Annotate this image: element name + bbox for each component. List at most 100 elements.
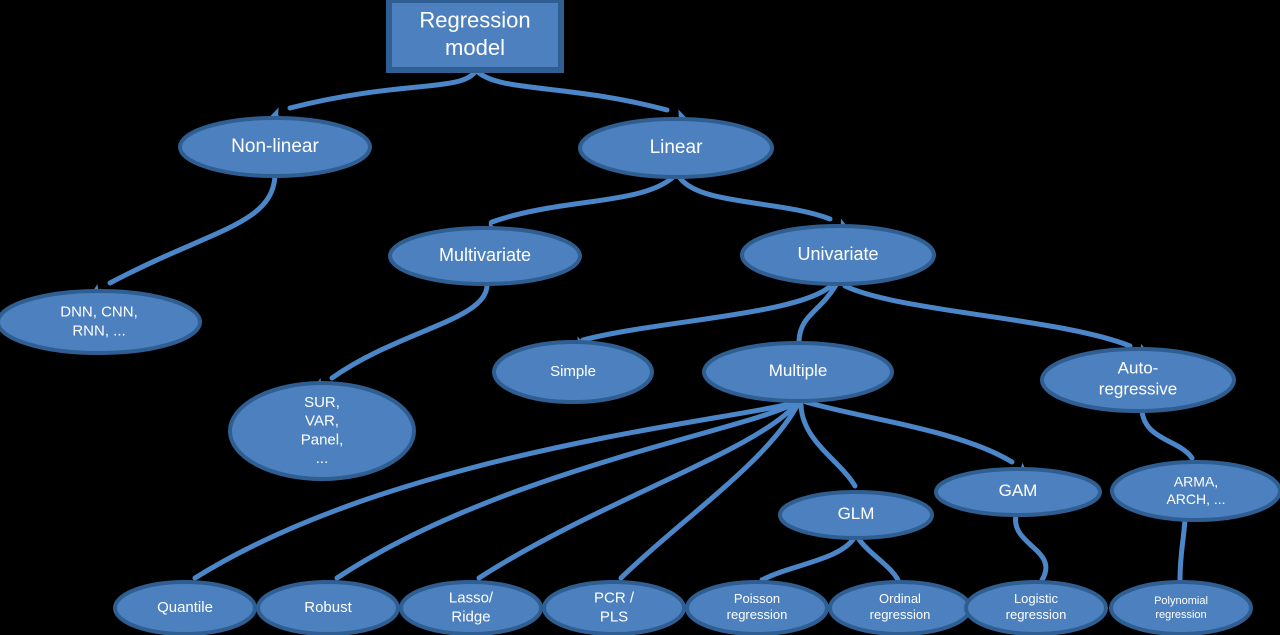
node-label-line: Simple <box>550 363 596 380</box>
node-label-line: Linear <box>650 137 703 158</box>
node-multivariate[interactable]: Multivariate <box>388 226 582 286</box>
node-label-line: Non-linear <box>231 136 319 157</box>
node-root[interactable]: Regression model <box>386 0 564 73</box>
node-nonlinear[interactable]: Non-linear <box>178 116 372 178</box>
node-label-line: regressive <box>1099 380 1177 399</box>
node-label-line: regression <box>870 608 931 623</box>
node-arma[interactable]: ARMA,ARCH, ... <box>1110 460 1280 522</box>
node-dnn[interactable]: DNN, CNN,RNN, ... <box>0 289 202 355</box>
node-ordinal[interactable]: Ordinal regression <box>828 580 972 635</box>
node-pcr[interactable]: PCR /PLS <box>542 580 686 635</box>
node-shape-sur <box>228 381 416 481</box>
node-shape-polynomial <box>1109 580 1253 635</box>
node-lasso[interactable]: Lasso/Ridge <box>399 580 543 635</box>
node-label-pcr: PCR /PLS <box>594 590 635 626</box>
node-label-line: Lasso/ <box>449 590 494 607</box>
node-label-root: Regression model <box>419 7 530 60</box>
node-label-line: GLM <box>838 504 875 523</box>
node-label-line: ARCH, ... <box>1166 490 1225 506</box>
node-univariate[interactable]: Univariate <box>740 224 936 286</box>
node-label-line: Ordinal <box>879 591 921 606</box>
node-robust[interactable]: Robust <box>256 580 400 635</box>
node-label-line: Quantile <box>157 599 213 616</box>
node-autoreg[interactable]: Auto-regressive <box>1040 347 1236 413</box>
node-shape-simple <box>492 340 654 404</box>
node-label-line: Multiple <box>769 361 828 380</box>
node-label-line: VAR, <box>305 413 339 430</box>
node-polynomial[interactable]: Polynomial regression <box>1109 580 1253 635</box>
node-label-line: GAM <box>999 481 1038 500</box>
node-label-autoreg: Auto-regressive <box>1099 359 1177 399</box>
node-label-robust: Robust <box>304 599 352 616</box>
node-label-line: regression <box>1006 608 1067 623</box>
node-shape-pcr <box>542 580 686 635</box>
node-label-line: Logistic <box>1014 591 1059 606</box>
node-quantile[interactable]: Quantile <box>113 580 257 635</box>
node-label-polynomial: Polynomial regression <box>1154 595 1208 621</box>
node-logistic[interactable]: Logistic regression <box>964 580 1108 635</box>
node-label-line: RNN, ... <box>72 322 125 339</box>
node-label-line: Ridge <box>451 608 490 625</box>
edge-nonlinear-to-dnn <box>88 173 278 297</box>
node-label-line: Univariate <box>797 244 878 264</box>
node-simple[interactable]: Simple <box>492 340 654 404</box>
node-label-line: DNN, CNN, <box>60 304 138 321</box>
node-gam[interactable]: GAM <box>934 467 1102 517</box>
node-label-line: Multivariate <box>439 245 531 265</box>
node-shape-gam <box>934 467 1102 517</box>
edges-layer <box>88 69 1203 597</box>
node-label-gam: GAM <box>999 481 1038 500</box>
node-shape-multivariate <box>388 226 582 286</box>
node-shape-logistic <box>964 580 1108 635</box>
node-label-glm: GLM <box>838 504 875 523</box>
node-shape-autoreg <box>1040 347 1236 413</box>
node-label-line: regression <box>1155 609 1206 621</box>
node-shape-poisson <box>685 580 829 635</box>
node-label-line: ARMA, <box>1174 473 1218 489</box>
node-label-quantile: Quantile <box>157 599 213 616</box>
node-label-line: Robust <box>304 599 352 616</box>
node-label-line: Poisson <box>734 591 780 606</box>
node-label-line: SUR, <box>304 394 340 411</box>
node-label-line: ... <box>316 450 329 467</box>
node-poisson[interactable]: Poisson regression <box>685 580 829 635</box>
node-label-nonlinear: Non-linear <box>231 136 319 157</box>
node-label-line: model <box>445 35 505 60</box>
node-shape-glm <box>778 490 934 540</box>
node-label-line: PCR / <box>594 590 635 607</box>
node-label-lasso: Lasso/Ridge <box>449 590 494 626</box>
node-linear[interactable]: Linear <box>578 117 774 179</box>
node-multiple[interactable]: Multiple <box>702 341 894 403</box>
node-label-univariate: Univariate <box>797 244 878 264</box>
node-label-simple: Simple <box>550 363 596 380</box>
node-shape-root <box>386 0 564 73</box>
node-label-dnn: DNN, CNN,RNN, ... <box>60 304 138 340</box>
node-shape-multiple <box>702 341 894 403</box>
node-label-arma: ARMA,ARCH, ... <box>1166 473 1225 507</box>
node-shape-robust <box>256 580 400 635</box>
node-label-poisson: Poisson regression <box>727 591 788 622</box>
node-label-linear: Linear <box>650 137 703 158</box>
node-label-ordinal: Ordinal regression <box>870 591 931 622</box>
node-label-logistic: Logistic regression <box>1006 591 1067 622</box>
node-label-line: Polynomial <box>1154 595 1208 607</box>
node-shape-linear <box>578 117 774 179</box>
node-glm[interactable]: GLM <box>778 490 934 540</box>
node-shape-univariate <box>740 224 936 286</box>
node-label-line: regression <box>727 608 788 623</box>
node-label-line: PLS <box>600 608 628 625</box>
edge-multivariate-to-sur <box>311 282 490 391</box>
node-label-multivariate: Multivariate <box>439 245 531 265</box>
node-shape-lasso <box>399 580 543 635</box>
node-shape-dnn <box>0 289 202 355</box>
node-label-multiple: Multiple <box>769 361 828 380</box>
node-label-line: Auto- <box>1118 359 1159 378</box>
node-label-line: Panel, <box>301 431 344 448</box>
node-shape-arma <box>1110 460 1280 522</box>
node-label-line: Regression <box>419 7 530 32</box>
node-sur[interactable]: SUR, VAR,Panel,... <box>228 381 416 481</box>
node-shape-quantile <box>113 580 257 635</box>
